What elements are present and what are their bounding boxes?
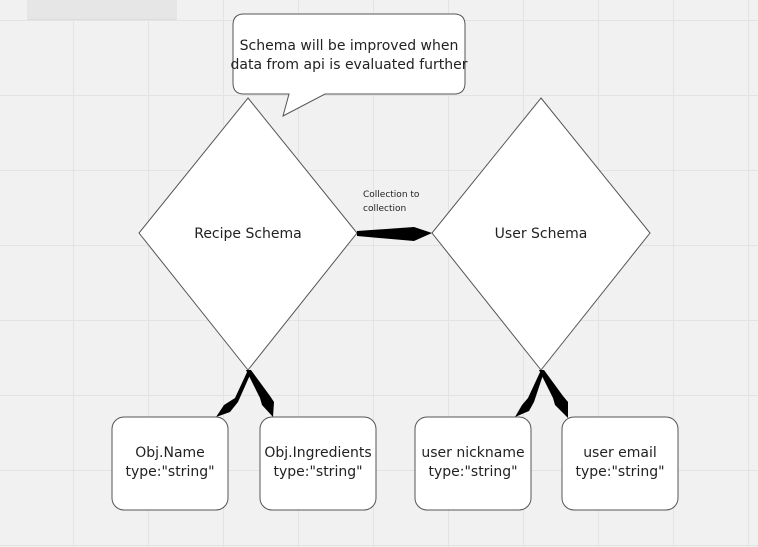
arrow-to-user-email <box>539 370 568 418</box>
recipe-schema-label: Recipe Schema <box>194 226 302 242</box>
field-box-user-email[interactable]: user email type:"string" <box>561 416 679 511</box>
callout-text-line-1: Schema will be improved when <box>240 38 459 54</box>
field-name: user nickname <box>421 445 524 461</box>
field-box-obj-name[interactable]: Obj.Name type:"string" <box>111 416 229 511</box>
connector-label-line-2: collection <box>363 204 406 214</box>
field-type: type:"string" <box>575 464 664 480</box>
callout-shape <box>232 13 466 117</box>
arrow-to-obj-ingredients <box>246 370 274 417</box>
field-name: Obj.Name <box>135 445 205 461</box>
field-type: type:"string" <box>428 464 517 480</box>
field-box-obj-ingredients[interactable]: Obj.Ingredients type:"string" <box>259 416 377 511</box>
callout-bubble[interactable]: Schema will be improved when data from a… <box>230 13 468 117</box>
field-box-shape <box>259 416 377 511</box>
user-schema-label: User Schema <box>495 226 588 242</box>
field-box-shape <box>561 416 679 511</box>
arrow-to-user-nickname <box>515 370 543 417</box>
user-field-arrows <box>515 370 568 418</box>
field-box-shape <box>414 416 532 511</box>
toolbar-fragment <box>27 0 177 20</box>
field-type: type:"string" <box>125 464 214 480</box>
callout-text-line-2: data from api is evaluated further <box>230 57 467 73</box>
recipe-field-arrows <box>216 370 274 417</box>
connector-arrow <box>357 227 432 241</box>
field-box-shape <box>111 416 229 511</box>
collection-connector[interactable]: Collection to collection <box>357 190 432 241</box>
field-type: type:"string" <box>273 464 362 480</box>
user-schema-node[interactable]: User Schema <box>431 97 651 371</box>
field-name: Obj.Ingredients <box>264 445 371 461</box>
recipe-schema-node[interactable]: Recipe Schema <box>138 97 358 371</box>
arrow-to-obj-name <box>216 370 250 417</box>
field-box-user-nickname[interactable]: user nickname type:"string" <box>414 416 532 511</box>
field-name: user email <box>583 445 657 461</box>
connector-label-line-1: Collection to <box>363 190 420 200</box>
